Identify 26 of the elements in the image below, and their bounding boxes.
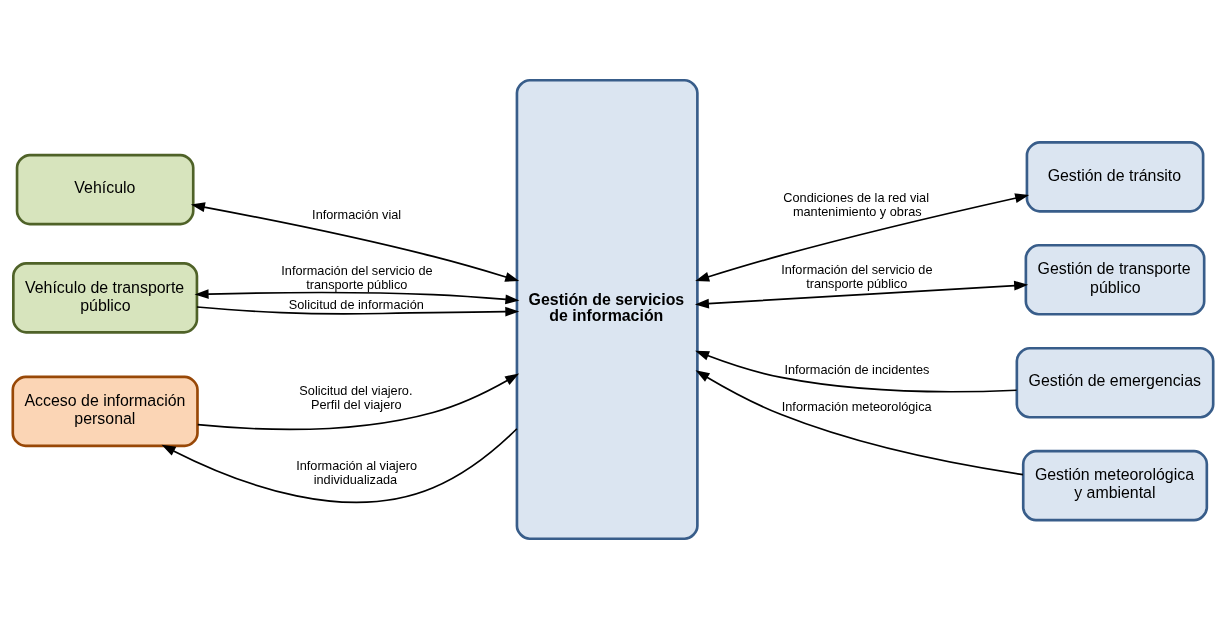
- node-box: Gestión de servicios de información: [515, 78, 699, 541]
- node-box: Vehículo de transporte público: [12, 262, 199, 334]
- arrow: [694, 280, 1029, 309]
- edge-label: Información del servicio de transporte público: [281, 263, 433, 292]
- arrow: [695, 370, 1024, 476]
- arrow: [190, 202, 520, 282]
- arrow: [196, 373, 520, 431]
- edge-label: Condiciones de la red vial mantenimiento y obras: [783, 189, 930, 219]
- arrow: [695, 350, 1018, 393]
- arrow: [196, 306, 520, 317]
- node-box: Vehículo: [15, 153, 195, 226]
- edge-label: Información al viajero individualizada: [296, 458, 418, 488]
- node-box: Gestión de transporte público: [1024, 243, 1206, 316]
- arrow: [194, 289, 520, 305]
- edge-label: Información vial: [312, 206, 402, 222]
- arrow: [695, 193, 1030, 282]
- node-box: Gestión de tránsito: [1025, 141, 1205, 213]
- node-box: Gestión de emergencias: [1015, 346, 1215, 419]
- edge-label: Información de incidentes: [784, 361, 930, 377]
- edge-label: Solicitud del viajero. Perfil del viajero: [299, 383, 413, 412]
- edge-label: Información del servicio de transporte público: [781, 262, 933, 291]
- node-box: Acceso de información personal: [11, 375, 199, 448]
- arrow: [161, 427, 518, 504]
- node-box: Gestión meteorológica y ambiental: [1021, 449, 1209, 522]
- edge-label: Información meteorológica: [781, 398, 932, 414]
- edge-label: Solicitud de información: [288, 297, 424, 313]
